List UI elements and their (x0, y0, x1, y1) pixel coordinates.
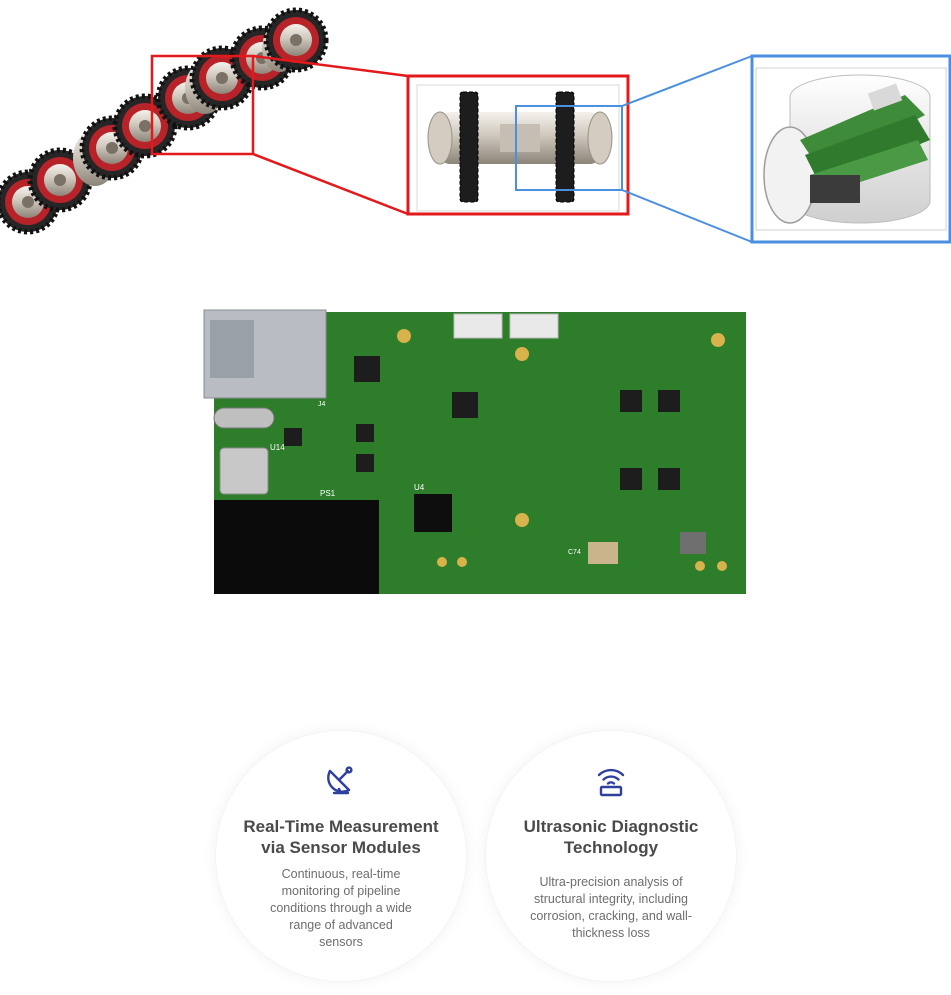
pcb-label-u4: U4 (414, 483, 425, 492)
sensor-circuit-board-image: U14 PS1 U4 C74 J4 (203, 309, 746, 594)
zoom-box-electronics (515, 105, 623, 191)
cylinder-electronics (763, 74, 931, 224)
zoom-box-chain (150, 54, 255, 156)
feature-description: Ultra-precision analysis of structural i… (530, 875, 692, 940)
pcb-label-ps1: PS1 (320, 489, 336, 498)
robot-chain (0, 10, 326, 232)
feature-card-ultrasonic-diagnostic: Ultrasonic Diagnostic Technology Ultra-p… (486, 731, 736, 981)
feature-title: Ultrasonic Diagnostic Technology (523, 817, 699, 857)
feature-card-realtime-measurement: Real-Time Measurement via Sensor Modules… (216, 731, 466, 981)
pipeline-robot-illustration (0, 0, 951, 244)
pcb-label-c74: C74 (568, 549, 581, 556)
pcb-label-j4: J4 (318, 401, 326, 408)
feature-description: Continuous, real-time monitoring of pipe… (270, 867, 412, 949)
ultrasonic-wave-icon (597, 768, 625, 797)
feature-title: Real-Time Measurement via Sensor Modules (243, 817, 439, 857)
single-module (427, 91, 613, 203)
satellite-dish-icon (327, 766, 353, 795)
pcb-label-u14: U14 (270, 443, 285, 452)
